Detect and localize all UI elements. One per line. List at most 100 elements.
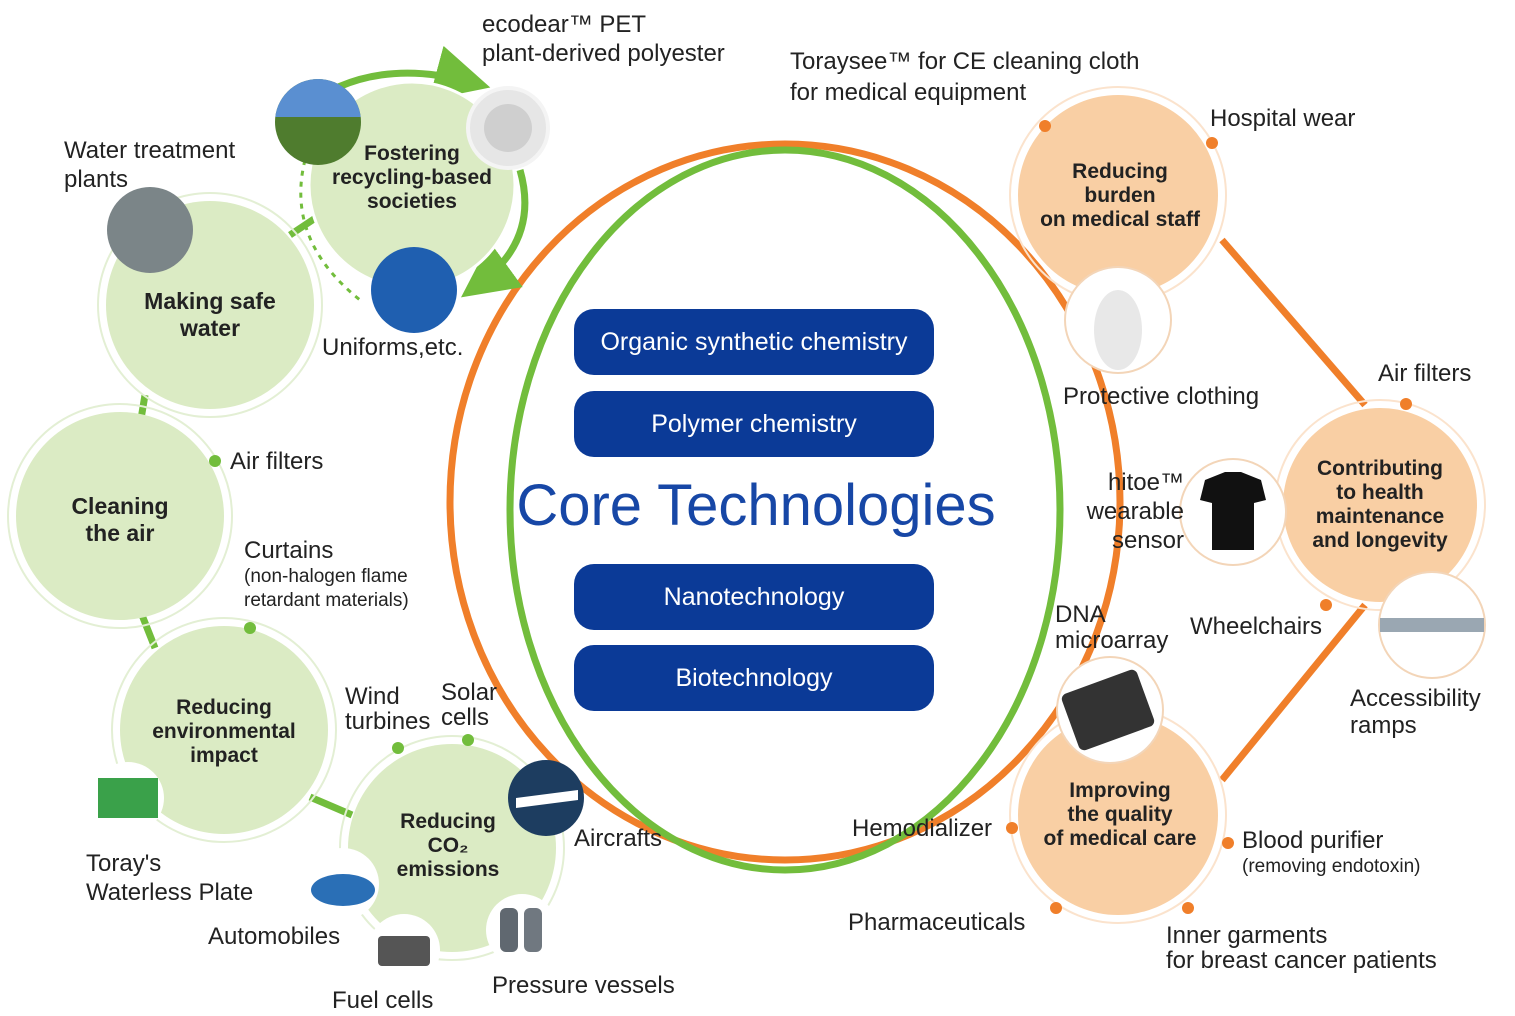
env-impact-circle	[120, 626, 328, 834]
core-technologies-title: Core Technologies	[516, 473, 996, 538]
node-line: Contributing	[1317, 457, 1443, 480]
tech-organic-synthetic-chemistry: Organic synthetic chemistry	[574, 309, 934, 375]
tech-biotechnology: Biotechnology	[574, 645, 934, 711]
node-line: the quality	[1067, 803, 1173, 826]
label-hospital-wear: Hospital wear	[1210, 105, 1356, 132]
node-making-safe-water: Making safe water	[144, 288, 276, 342]
label-line: Inner garments	[1166, 922, 1328, 949]
pressure-vessel-photo	[486, 894, 558, 966]
label-line: Wind	[345, 683, 400, 710]
node-fostering-recycling: Fostering recycling-based societies	[332, 142, 492, 214]
label-line: Toray's	[86, 850, 162, 877]
label-line: microarray	[1055, 627, 1169, 654]
label-wind-turbines: Wind turbines	[345, 684, 430, 734]
node-line: and longevity	[1312, 529, 1448, 552]
clean-air-circle	[16, 412, 224, 620]
node-line: Cleaning	[71, 493, 169, 519]
node-improving-quality-medical-care: Improving the quality of medical care	[1044, 779, 1197, 851]
label-curtains: Curtains (non-halogen flame retardant ma…	[244, 536, 409, 613]
node-cleaning-the-air: Cleaning the air	[71, 493, 168, 547]
label-line: for breast cancer patients	[1166, 947, 1437, 974]
water-plant-photo	[107, 187, 193, 273]
label-line: cells	[441, 704, 490, 731]
green-cycle-ellipse	[506, 146, 1064, 874]
label-line: retardant materials)	[244, 590, 409, 611]
label-hemodializer: Hemodializer	[852, 815, 993, 842]
label-line: plant-derived polyester	[482, 40, 725, 67]
label-blood-purifier: Blood purifier (removing endotoxin)	[1242, 826, 1420, 879]
node-line: Improving	[1069, 779, 1171, 802]
label-line: sensor	[1111, 527, 1184, 554]
label-dots	[209, 120, 1412, 914]
label-accessibility-ramps: Accessibility ramps	[1350, 685, 1481, 739]
tech-nanotechnology: Nanotechnology	[574, 564, 934, 630]
label-line: Water treatment	[64, 137, 236, 164]
label-water-treatment-plants: Water treatment plants	[64, 136, 235, 194]
orange-cycle-ellipse	[446, 140, 1124, 864]
label-automobiles: Automobiles	[208, 923, 341, 950]
label-line: turbines	[345, 708, 431, 735]
label-aircrafts: Aircrafts	[574, 825, 663, 852]
label-line: Waterless Plate	[86, 879, 254, 906]
orange-connectors	[1219, 237, 1368, 783]
label-fuel-cells: Fuel cells	[332, 987, 434, 1014]
node-line: Making safe	[144, 288, 276, 314]
label-line: ramps	[1350, 712, 1417, 739]
node-line: burden	[1084, 184, 1156, 207]
label-solar-cells: Solar cells	[441, 680, 497, 730]
node-line: CO₂	[427, 834, 469, 857]
label-protective-clothing: Protective clothing	[1063, 383, 1260, 410]
node-line: maintenance	[1315, 505, 1445, 528]
label-toraysee: Toraysee™ for CE cleaning cloth for medi…	[790, 46, 1140, 108]
node-line: Reducing	[400, 810, 496, 833]
label-ecodear: ecodear™ PET plant-derived polyester	[482, 10, 725, 68]
label-line: hitoe™	[1107, 469, 1184, 496]
node-line: societies	[367, 190, 457, 213]
label-line: plants	[64, 166, 129, 193]
label-air-filters-right: Air filters	[1378, 360, 1472, 387]
node-reducing-co2-emissions: Reducing CO₂ emissions	[397, 810, 500, 882]
node-line: the air	[85, 520, 155, 546]
green-topic-circles	[7, 80, 565, 961]
label-dna-microarray: DNA microarray	[1055, 602, 1168, 654]
label-air-filters-left: Air filters	[230, 448, 324, 475]
node-line: emissions	[396, 858, 500, 881]
node-line: Reducing	[1072, 160, 1168, 183]
label-pressure-vessels: Pressure vessels	[492, 972, 675, 999]
node-line: on medical staff	[1040, 208, 1200, 231]
node-line: recycling-based	[332, 166, 492, 189]
label-hitoe-sensor: hitoe™ wearable sensor	[1060, 468, 1184, 555]
node-line: water	[179, 315, 241, 341]
label-line: (non-halogen flame	[244, 566, 408, 587]
label-inner-garments: Inner garments for breast cancer patient…	[1166, 923, 1437, 973]
uniform-photo	[371, 247, 457, 333]
label-pharmaceuticals: Pharmaceuticals	[848, 909, 1026, 936]
label-line: (removing endotoxin)	[1242, 856, 1421, 877]
node-reducing-burden-medical-staff: Reducing burden on medical staff	[1040, 160, 1200, 232]
label-line: Toraysee™ for CE cleaning cloth	[790, 48, 1140, 75]
node-line: Reducing	[176, 696, 272, 719]
label-uniforms: Uniforms,etc.	[322, 334, 464, 361]
label-line: Accessibility	[1350, 685, 1481, 712]
node-line: Fostering	[364, 142, 460, 165]
label-line: wearable	[1086, 498, 1184, 525]
node-line: impact	[190, 744, 258, 767]
health-circle	[1283, 408, 1477, 602]
node-line: to health	[1336, 481, 1424, 504]
label-line: Curtains	[244, 537, 334, 564]
photo-thumbnails	[92, 79, 1486, 986]
node-reducing-environmental-impact: Reducing environmental impact	[152, 696, 296, 768]
label-line: Solar	[441, 679, 498, 706]
node-line: environmental	[152, 720, 296, 743]
label-waterless-plate: Toray's Waterless Plate	[86, 849, 253, 907]
label-line: for medical equipment	[790, 79, 1027, 106]
label-line: Blood purifier	[1242, 827, 1384, 854]
node-line: of medical care	[1043, 827, 1197, 850]
medical-care-circle	[1018, 715, 1218, 915]
label-line: ecodear™ PET	[482, 11, 647, 38]
orange-topic-circles	[1009, 86, 1486, 924]
medical-staff-circle	[1018, 95, 1218, 295]
label-line: DNA	[1055, 601, 1106, 628]
node-contributing-to-health: Contributing to health maintenance and l…	[1312, 457, 1447, 553]
